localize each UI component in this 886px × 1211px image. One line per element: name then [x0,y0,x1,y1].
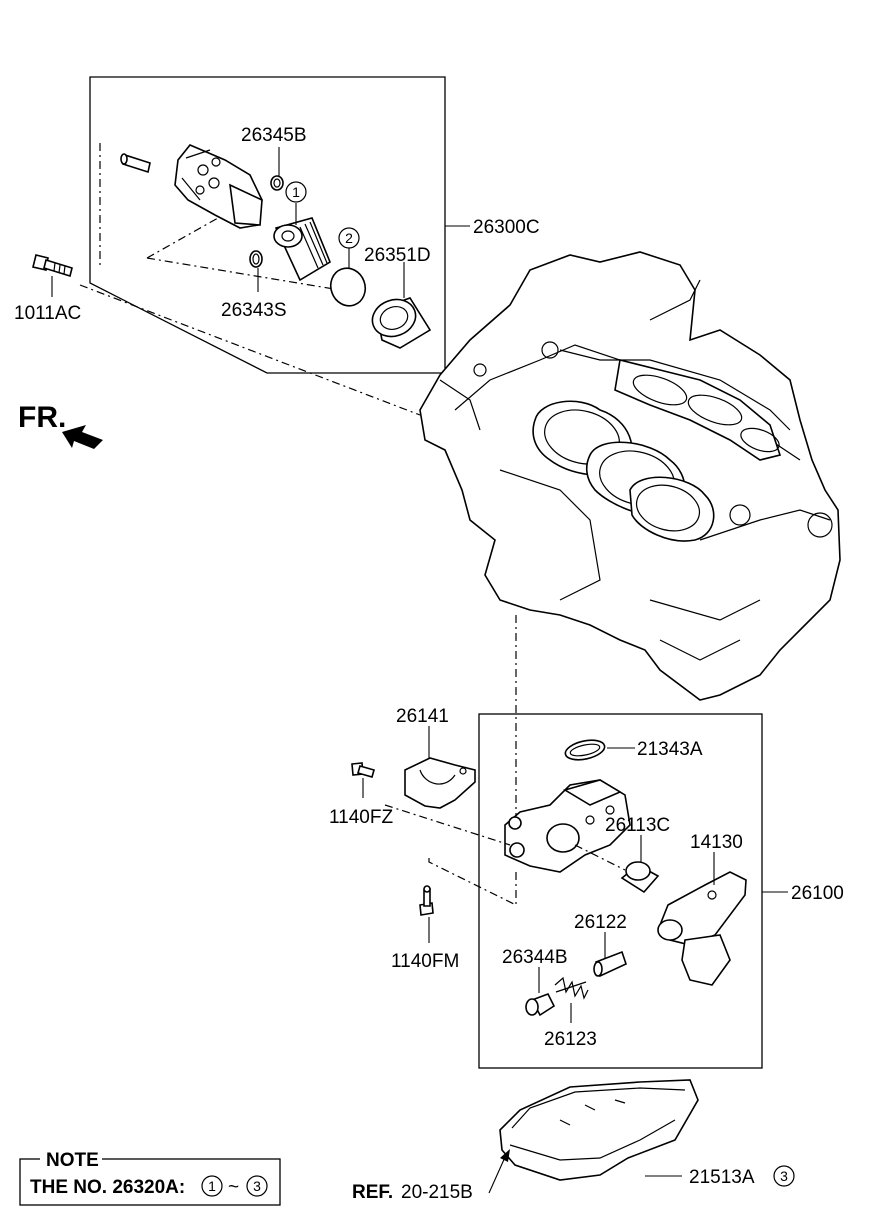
label-26344B: 26344B [502,947,568,968]
oil-filter-housing [174,144,263,229]
label-26123: 26123 [544,1029,597,1050]
bolt-1011AC [32,254,73,278]
note-callout-1: 1 [201,1175,223,1197]
label-14130: 14130 [690,832,743,853]
label-1011AC: 1011AC [14,303,81,324]
svg-text:1: 1 [292,184,300,200]
label-26300C: 26300C [473,217,540,238]
label-21513A: 21513A [689,1167,755,1188]
label-26141: 26141 [396,706,449,727]
label-26113C: 26113C [605,815,670,836]
ref-label: REF. [352,1182,393,1203]
cover-26141 [404,757,476,809]
spring-26123 [554,976,589,1000]
label-26343S: 26343S [221,300,287,321]
oil-pan-21513A [499,1079,699,1181]
filter-assembly-box [89,76,446,374]
label-1140FM: 1140FM [391,951,459,972]
label-26345B: 26345B [241,125,307,146]
label-21343A: 21343A [637,739,703,760]
oil-filter-element [273,217,332,282]
o-ring-26343S [249,250,263,268]
note-text: THE NO. 26320A: [30,1177,185,1198]
svg-text:3: 3 [253,1178,261,1194]
ref-number: 20-215B [401,1182,473,1203]
bolt-1140FM [419,885,434,916]
label-1140FZ: 1140FZ [329,807,393,828]
rotor-26113C [620,861,660,894]
svg-text:3: 3 [780,1168,788,1184]
engine-block [419,251,841,701]
callout-2: 2 [338,227,360,249]
label-26122: 26122 [574,912,627,933]
relief-valve-26122 [593,950,627,978]
gasket-21343A [564,739,606,761]
plug-26344B [525,992,556,1017]
callout-1: 1 [285,181,307,203]
pump-cover-14130 [657,871,747,986]
orientation-label: FR. [18,401,66,434]
callout-3: 3 [773,1165,795,1187]
o-ring-2 [329,267,367,307]
bolt-1140FZ [351,762,375,778]
note-callout-3: 3 [246,1175,268,1197]
oil-pump-box [478,713,763,1069]
filter-cap [371,297,432,349]
svg-text:1: 1 [208,1178,216,1194]
svg-text:2: 2 [345,230,353,246]
note-tilde: ~ [228,1177,239,1198]
label-26100: 26100 [791,883,844,904]
o-ring-26345B [270,175,284,191]
note-title: NOTE [46,1150,99,1171]
label-26351D: 26351D [364,245,431,266]
note-box: NOTE THE NO. 26320A: 1 ~ 3 [19,1150,281,1206]
front-arrow-icon [62,425,103,449]
dowel-pin [120,153,151,174]
oil-pump-body [504,779,631,873]
